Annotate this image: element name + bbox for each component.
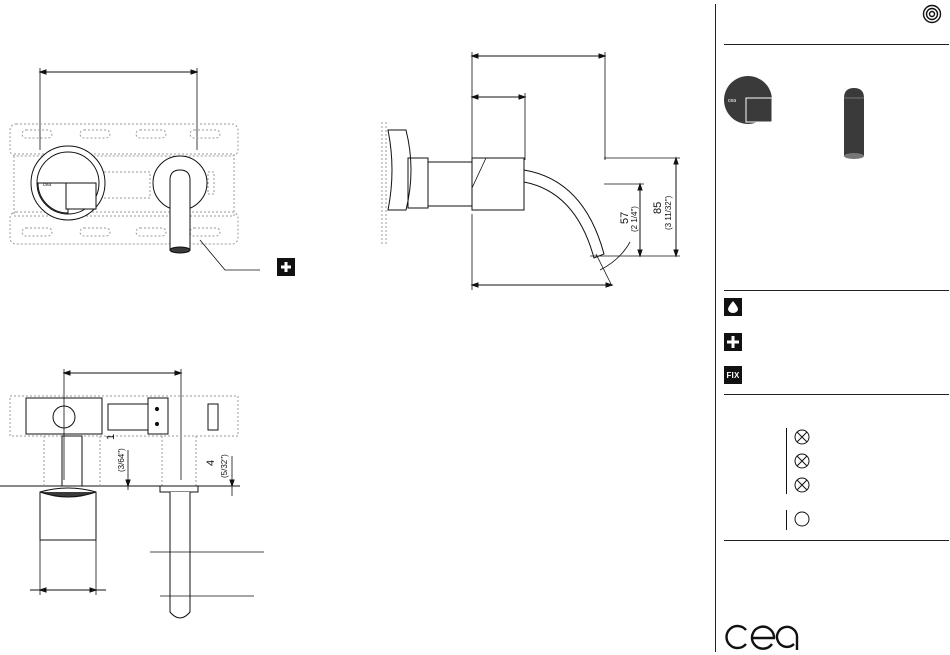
crossed-circle-icon: [794, 453, 810, 469]
top-dim-1: 1: [105, 434, 117, 440]
spout-top: [170, 492, 190, 618]
sidebar-rule-3: [724, 394, 949, 395]
mixer-lever: [66, 183, 96, 209]
top-dim-4-inch: (5/32"): [220, 454, 229, 478]
mixer-thumbnail: cea: [724, 76, 774, 126]
curved-spout: [524, 170, 604, 258]
sidebar-rule-4: [724, 540, 949, 541]
top-dim-4: 4: [205, 460, 217, 466]
top-view: [0, 369, 264, 618]
spout-thumbnail: [832, 86, 868, 162]
concentric-circles-icon: [922, 4, 942, 24]
crossed-circle-icon: [794, 429, 810, 445]
side-dim-85: 85: [652, 202, 664, 214]
svg-text:cea: cea: [728, 98, 736, 104]
legend-bracket-single: [786, 510, 787, 530]
legend-bracket: [786, 428, 787, 494]
side-view: [382, 52, 680, 290]
cea-logo: [724, 622, 800, 652]
side-dim-57-inch: (2 1/4"): [630, 206, 639, 232]
crossed-circle-icon: [794, 477, 810, 493]
sidebar-rule-1: [724, 44, 949, 45]
front-view: cea: [10, 68, 260, 270]
water-drop-icon: [724, 298, 742, 316]
spout-front: [170, 170, 190, 250]
spout-body: [472, 158, 524, 210]
plus-icon: [277, 258, 295, 276]
side-dim-85-inch: (3 11/32"): [664, 195, 673, 230]
svg-text:cea: cea: [43, 182, 51, 188]
empty-circle-icon: [794, 511, 810, 527]
sidebar-rule-2: [724, 290, 949, 291]
top-dim-1-inch: (3/64"): [117, 448, 126, 472]
plus-icon: [724, 333, 742, 351]
spec-sidebar: cea FIX: [716, 0, 950, 655]
technical-drawing: cea: [0, 0, 712, 655]
fix-badge: FIX: [724, 366, 742, 384]
